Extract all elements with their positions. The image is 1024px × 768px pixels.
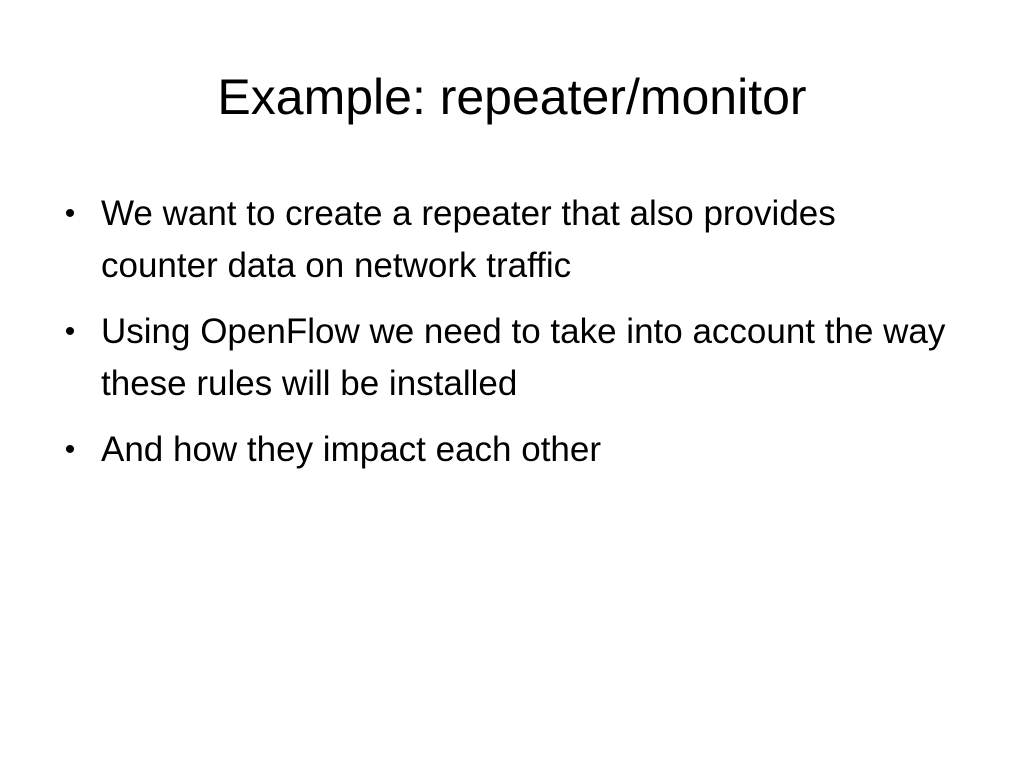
bullet-dot-icon: • — [64, 315, 76, 348]
bullet-text: We want to create a repeater that also p… — [101, 194, 836, 285]
bullet-list: • We want to create a repeater that also… — [60, 188, 960, 490]
bullet-item: • We want to create a repeater that also… — [60, 188, 960, 292]
bullet-dot-icon: • — [64, 433, 76, 466]
bullet-dot-icon: • — [64, 197, 76, 230]
bullet-item: • Using OpenFlow we need to take into ac… — [60, 306, 960, 410]
bullet-text: And how they impact each other — [101, 430, 602, 469]
slide-title: Example: repeater/monitor — [217, 69, 807, 125]
bullet-text: Using OpenFlow we need to take into acco… — [101, 312, 946, 403]
bullet-item: • And how they impact each other — [60, 424, 960, 476]
